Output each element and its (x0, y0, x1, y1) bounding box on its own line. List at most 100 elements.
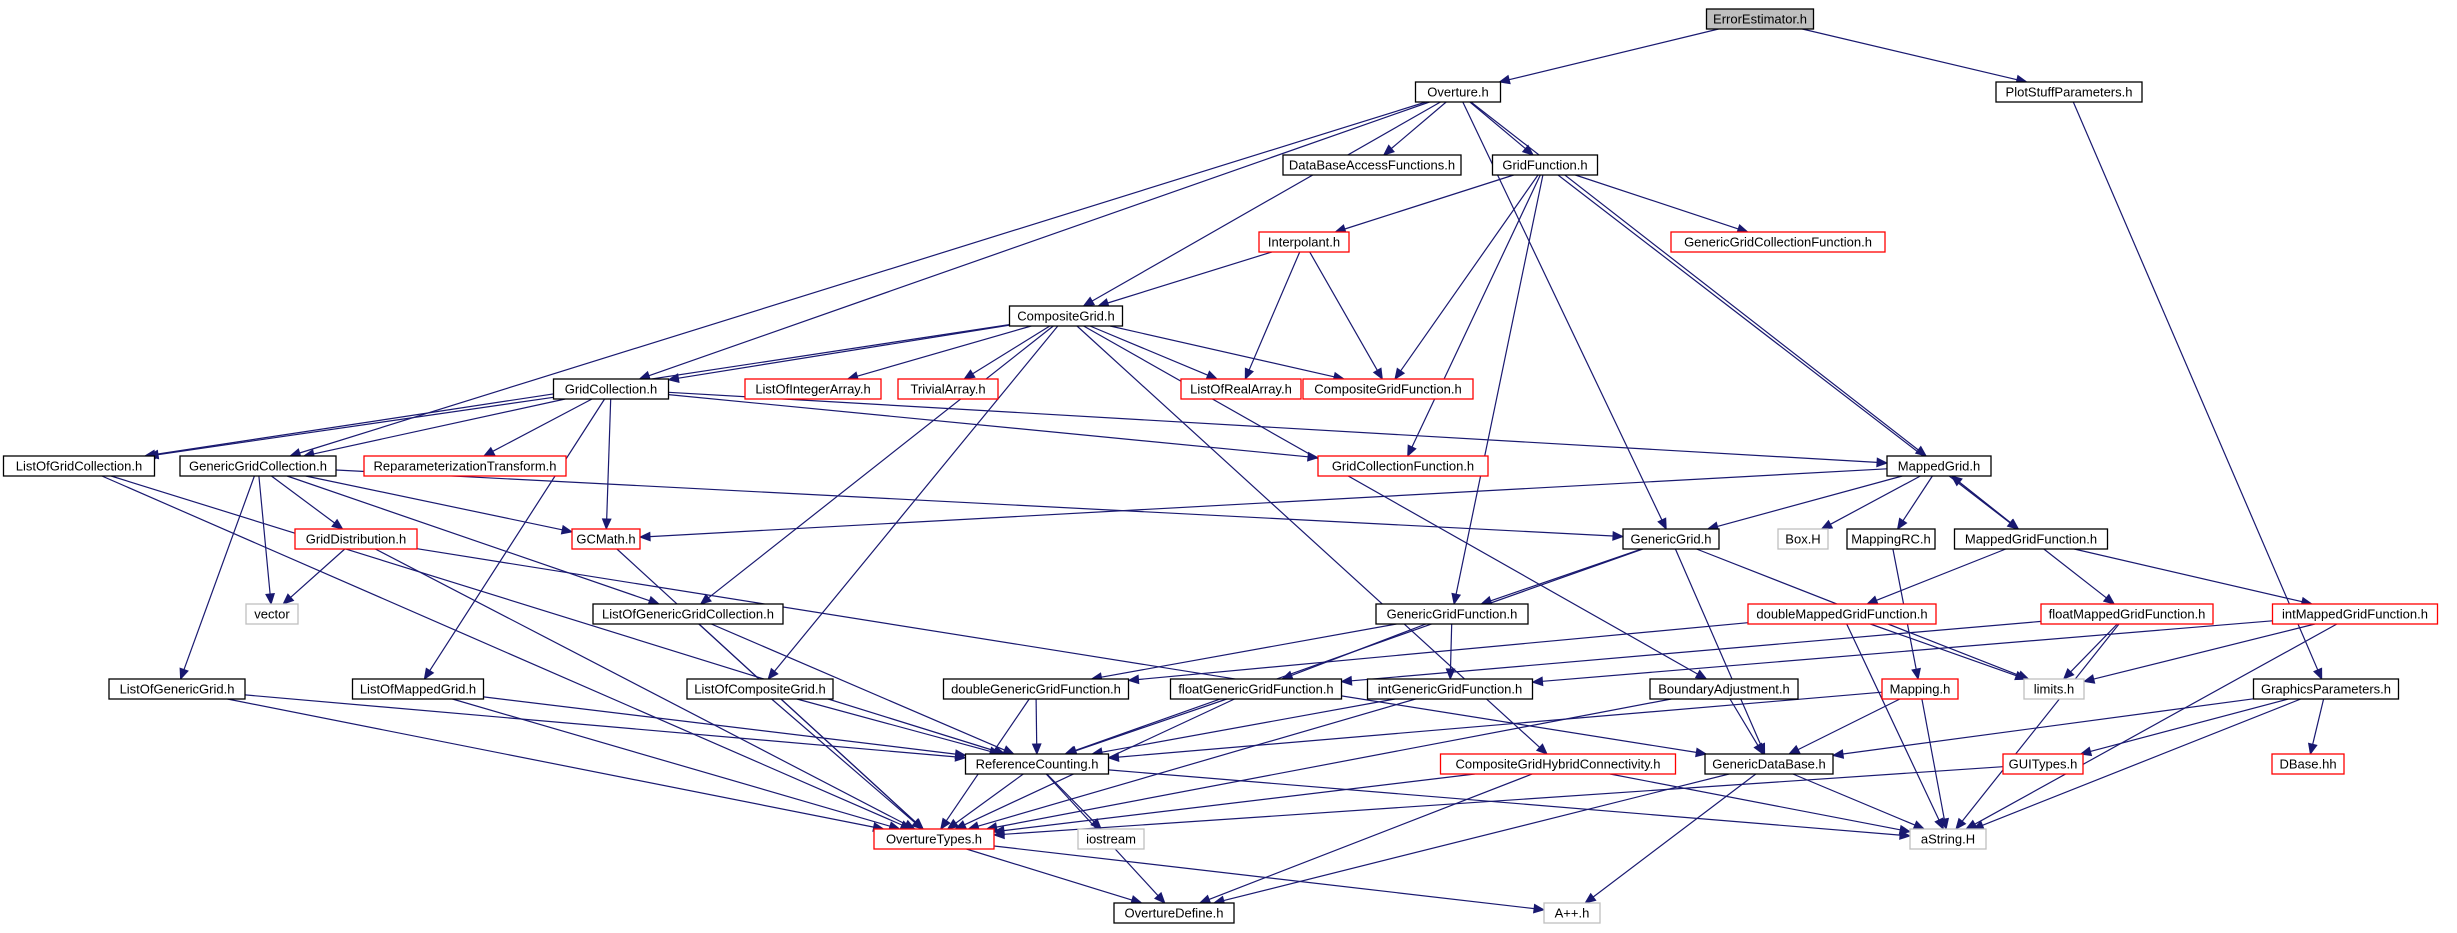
node-doublemappedgridfunction[interactable]: doubleMappedGridFunction.h (1747, 603, 1937, 625)
node-boxh[interactable]: Box.H (1777, 528, 1829, 550)
node-genericgridcollection[interactable]: GenericGridCollection.h (179, 455, 337, 477)
node-box[interactable] (942, 678, 1130, 700)
node-box[interactable] (2040, 603, 2214, 625)
node-box[interactable] (1414, 81, 1502, 103)
node-box[interactable] (179, 455, 337, 477)
node-box[interactable] (351, 678, 485, 700)
node-box[interactable] (592, 603, 784, 625)
node-box[interactable] (1439, 753, 1677, 775)
node-aplusplus[interactable]: A++.h (1543, 902, 1601, 924)
node-box[interactable] (1008, 305, 1124, 327)
node-listofmappedgrid[interactable]: ListOfMappedGrid.h (351, 678, 485, 700)
node-box[interactable] (294, 528, 418, 550)
node-intgenericgridfunction[interactable]: intGenericGridFunction.h (1366, 678, 1534, 700)
node-floatgenericgridfunction[interactable]: floatGenericGridFunction.h (1169, 678, 1343, 700)
node-interpolant[interactable]: Interpolant.h (1258, 231, 1350, 253)
node-box[interactable] (552, 378, 670, 400)
node-compositegridfunction[interactable]: CompositeGridFunction.h (1302, 378, 1474, 400)
node-box[interactable] (2023, 678, 2085, 700)
node-listofgenericgrid[interactable]: ListOfGenericGrid.h (108, 678, 246, 700)
node-genericgrid[interactable]: GenericGrid.h (1622, 528, 1720, 550)
node-genericgridfunction[interactable]: GenericGridFunction.h (1375, 603, 1529, 625)
node-listofgenericgridcollection[interactable]: ListOfGenericGridCollection.h (592, 603, 784, 625)
node-genericgridcollectionfunction[interactable]: GenericGridCollectionFunction.h (1670, 231, 1886, 253)
node-box[interactable] (1375, 603, 1529, 625)
node-box[interactable] (1881, 678, 1959, 700)
node-gridfunction[interactable]: GridFunction.h (1491, 154, 1599, 176)
node-griddistribution[interactable]: GridDistribution.h (294, 528, 418, 550)
node-box[interactable] (571, 528, 641, 550)
node-box[interactable] (245, 603, 299, 625)
node-box[interactable] (1886, 455, 1992, 477)
node-box[interactable] (1649, 678, 1799, 700)
node-box[interactable] (1953, 528, 2109, 550)
node-box[interactable] (964, 753, 1110, 775)
node-box[interactable] (108, 678, 246, 700)
node-box[interactable] (1302, 378, 1474, 400)
node-doublegenericgridfunction[interactable]: doubleGenericGridFunction.h (942, 678, 1130, 700)
node-box[interactable] (1169, 678, 1343, 700)
node-mappedgrid[interactable]: MappedGrid.h (1886, 455, 1992, 477)
node-box[interactable] (2252, 678, 2400, 700)
node-mappingrc[interactable]: MappingRC.h (1846, 528, 1936, 550)
node-box[interactable] (2002, 753, 2084, 775)
node-boundaryadjustment[interactable]: BoundaryAdjustment.h (1649, 678, 1799, 700)
node-box[interactable] (1777, 528, 1829, 550)
node-box[interactable] (1113, 902, 1235, 924)
node-listofgridcollection[interactable]: ListOfGridCollection.h (2, 455, 156, 477)
node-gridcollection[interactable]: GridCollection.h (552, 378, 670, 400)
node-referencecounting[interactable]: ReferenceCounting.h (964, 753, 1110, 775)
node-databaseaccessfunctions[interactable]: DataBaseAccessFunctions.h (1282, 154, 1462, 176)
node-genericdatabase[interactable]: GenericDataBase.h (1704, 753, 1834, 775)
node-overture[interactable]: Overture.h (1414, 81, 1502, 103)
node-box[interactable] (1704, 753, 1834, 775)
node-graphicsparameters[interactable]: GraphicsParameters.h (2252, 678, 2400, 700)
node-box[interactable] (1622, 528, 1720, 550)
node-box[interactable] (1317, 455, 1489, 477)
node-box[interactable] (2271, 753, 2345, 775)
node-mappedgridfunction[interactable]: MappedGridFunction.h (1953, 528, 2109, 550)
node-astring[interactable]: aString.H (1909, 828, 1987, 850)
node-trivialarray[interactable]: TrivialArray.h (897, 378, 999, 400)
node-guitypes[interactable]: GUITypes.h (2002, 753, 2084, 775)
node-plotstuffparameters[interactable]: PlotStuffParameters.h (1995, 81, 2143, 103)
node-box[interactable] (1180, 378, 1302, 400)
node-compositegridhybridconnectivity[interactable]: CompositeGridHybridConnectivity.h (1439, 753, 1677, 775)
node-box[interactable] (873, 828, 995, 850)
node-mapping[interactable]: Mapping.h (1881, 678, 1959, 700)
node-box[interactable] (1077, 828, 1145, 850)
node-floatmappedgridfunction[interactable]: floatMappedGridFunction.h (2040, 603, 2214, 625)
node-box[interactable] (2271, 603, 2439, 625)
node-box[interactable] (1705, 8, 1815, 30)
node-reparameterizationtransform[interactable]: ReparameterizationTransform.h (363, 455, 567, 477)
node-box[interactable] (1747, 603, 1937, 625)
node-overturetypes[interactable]: OvertureTypes.h (873, 828, 995, 850)
node-gcmath[interactable]: GCMath.h (571, 528, 641, 550)
node-box[interactable] (1282, 154, 1462, 176)
node-box[interactable] (1491, 154, 1599, 176)
node-iostream[interactable]: iostream (1077, 828, 1145, 850)
node-errorestimator[interactable]: ErrorEstimator.h (1705, 8, 1815, 30)
node-box[interactable] (1366, 678, 1534, 700)
node-box[interactable] (897, 378, 999, 400)
node-box[interactable] (1846, 528, 1936, 550)
node-listofrealarray[interactable]: ListOfRealArray.h (1180, 378, 1302, 400)
node-listofcompositegrid[interactable]: ListOfCompositeGrid.h (686, 678, 834, 700)
node-gridcollectionfunction[interactable]: GridCollectionFunction.h (1317, 455, 1489, 477)
node-box[interactable] (1543, 902, 1601, 924)
node-vector[interactable]: vector (245, 603, 299, 625)
node-overturedefine[interactable]: OvertureDefine.h (1113, 902, 1235, 924)
node-compositegrid[interactable]: CompositeGrid.h (1008, 305, 1124, 327)
node-dbase[interactable]: DBase.hh (2271, 753, 2345, 775)
node-box[interactable] (1258, 231, 1350, 253)
node-listofintegerarray[interactable]: ListOfIntegerArray.h (744, 378, 882, 400)
node-box[interactable] (1995, 81, 2143, 103)
node-box[interactable] (1670, 231, 1886, 253)
node-box[interactable] (686, 678, 834, 700)
node-box[interactable] (2, 455, 156, 477)
node-box[interactable] (744, 378, 882, 400)
node-box[interactable] (363, 455, 567, 477)
node-limits[interactable]: limits.h (2023, 678, 2085, 700)
node-box[interactable] (1909, 828, 1987, 850)
node-intmappedgridfunction[interactable]: intMappedGridFunction.h (2271, 603, 2439, 625)
